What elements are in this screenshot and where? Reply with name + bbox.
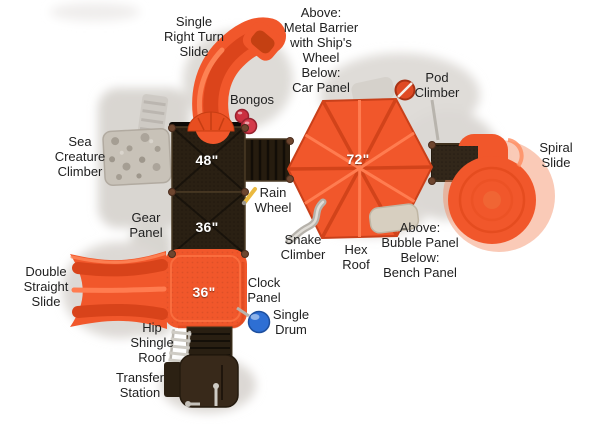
deck-clamps: [168, 124, 436, 258]
sea-creature-climber: [102, 127, 172, 187]
snake-climber-icon: [285, 198, 327, 245]
single-drum-icon: [236, 306, 271, 334]
car-panel: [351, 76, 395, 105]
bridge-left: [245, 138, 290, 182]
spiral-slide: [432, 134, 555, 252]
hip-shingle-roof: [164, 249, 247, 329]
single-right-turn-slide: [187, 17, 286, 144]
rain-wheel-icon: [241, 187, 257, 206]
bongos-icon: [234, 108, 258, 135]
bubble-bench-panel: [368, 203, 420, 234]
transfer-station: [164, 354, 239, 408]
double-straight-slide: [70, 251, 168, 329]
ground-shadows: [50, 3, 503, 413]
deck-36: [171, 191, 246, 255]
pod-climber-icon: [394, 79, 440, 141]
